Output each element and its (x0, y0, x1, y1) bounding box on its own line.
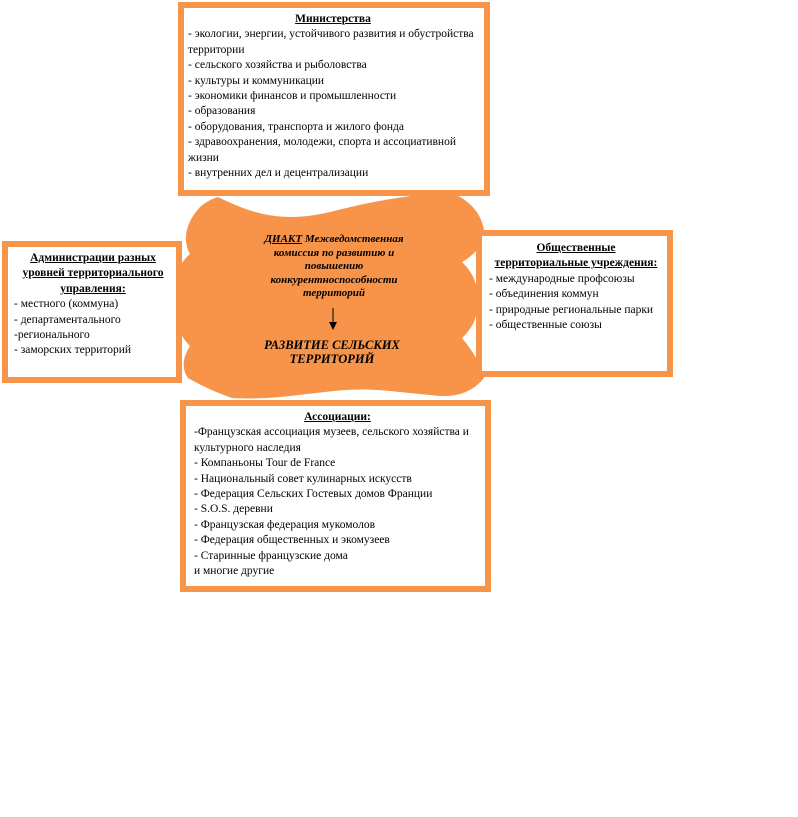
list-item: - природные региональные парки (489, 303, 654, 316)
public-bodies-list: - международные профсоюзы - объединения … (489, 272, 663, 334)
list-item: - сельского хозяйства и рыболовства (188, 59, 367, 72)
associations-title: Ассоциации: (304, 411, 371, 423)
administrations-list: - местного (коммуна) - департаментальног… (14, 297, 172, 359)
list-item: - экономики финансов и промышленности (188, 90, 397, 103)
administrations-title: Администрации разных уровней территориал… (22, 252, 164, 295)
list-item: - Французская федерация мукомолов (194, 518, 376, 531)
list-item: - культуры и коммуникации (188, 74, 325, 87)
list-item: - Федерация общественных и экомузеев (194, 534, 390, 547)
list-item: - S.O.S. деревни (194, 503, 273, 516)
connector-blob (174, 192, 485, 399)
diakt-acronym: ДИАКТ (264, 233, 303, 245)
associations-box: Ассоциации: -Французская ассоциация музе… (180, 400, 491, 592)
list-item: - образования (188, 105, 256, 118)
list-item: - международные профсоюзы (489, 272, 635, 285)
associations-list: -Французская ассоциация музеев, сельског… (194, 425, 481, 579)
list-item: - департаментального (14, 313, 121, 326)
list-item: - Компаньоны Tour de France (194, 457, 336, 470)
list-item: - Национальный совет кулинарных искусств (194, 472, 412, 485)
list-item: и многие другие (194, 565, 275, 578)
rural-development-label: РАЗВИТИЕ СЕЛЬСКИХ ТЕРРИТОРИЙ (264, 338, 400, 366)
ministries-list: - экологии, энергии, устойчивого развити… (188, 27, 478, 181)
list-item: - общественные союзы (489, 319, 602, 332)
ministries-title: Министерства (295, 13, 371, 25)
list-item: - здравоохранения, молодежи, спорта и ас… (188, 136, 456, 164)
list-item: - местного (коммуна) (14, 298, 119, 311)
ministries-box: Министерства - экологии, энергии, устойч… (178, 2, 490, 196)
list-item: - экологии, энергии, устойчивого развити… (188, 28, 474, 56)
list-item: - оборудования, транспорта и жилого фонд… (188, 120, 404, 133)
diakt-commission-label: ДИАКТ Межведомственная комиссия по разви… (246, 233, 422, 301)
list-item: - объединения коммун (489, 288, 599, 301)
public-bodies-title: Общественные территориальные учреждения: (494, 242, 658, 270)
administrations-box: Администрации разных уровней территориал… (2, 241, 182, 383)
list-item: -регионального (14, 329, 90, 342)
list-item: - заморских территорий (14, 344, 132, 357)
list-item: - Старинные французские дома (194, 549, 348, 562)
diakt-description: Межведомственная комиссия по развитию и … (270, 233, 404, 299)
list-item: - внутренних дел и децентрализации (188, 167, 369, 180)
public-bodies-box: Общественные территориальные учреждения:… (476, 230, 673, 377)
list-item: -Французская ассоциация музеев, сельског… (194, 426, 469, 454)
list-item: - Федерация Сельских Гостевых домов Фран… (194, 488, 433, 501)
